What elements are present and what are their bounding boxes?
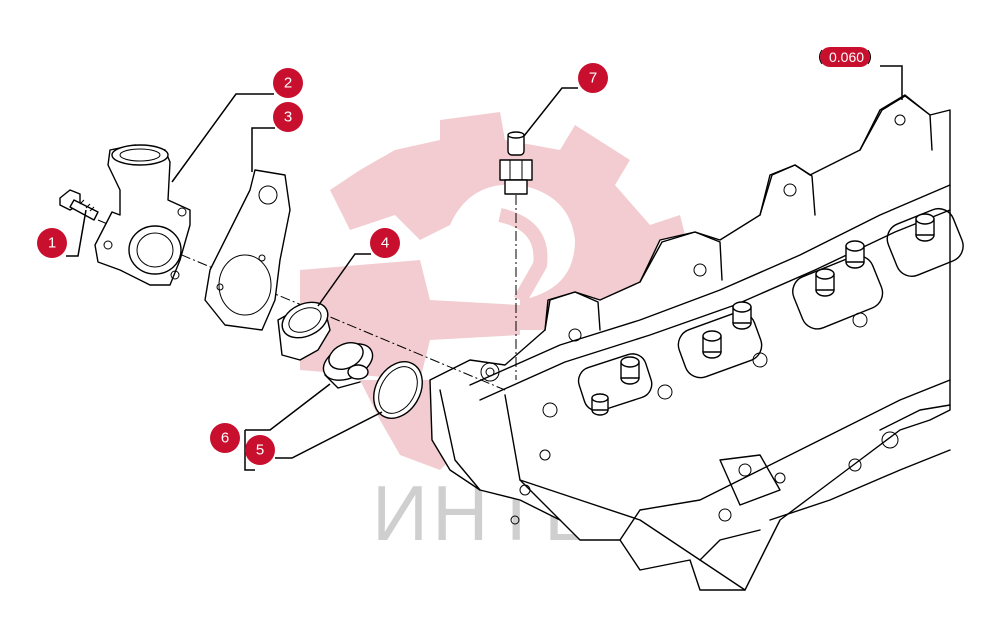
svg-text:1: 1: [48, 235, 56, 252]
svg-text:0.060: 0.060: [829, 49, 864, 65]
svg-text:4: 4: [381, 235, 389, 252]
reference-label[interactable]: 0.060: [819, 47, 871, 67]
callout-6[interactable]: 6: [210, 423, 240, 453]
part-thermostat: [322, 342, 374, 389]
part-o-ring: [373, 361, 423, 419]
callout-4[interactable]: 4: [370, 228, 400, 258]
callout-5[interactable]: 5: [245, 435, 275, 465]
callout-1[interactable]: 1: [37, 228, 67, 258]
svg-text:6: 6: [221, 430, 229, 447]
part-gasket-plate: [204, 169, 291, 331]
callout-2[interactable]: 2: [273, 68, 303, 98]
svg-text:5: 5: [256, 442, 264, 459]
svg-text:3: 3: [284, 109, 292, 126]
part-bolt: [59, 189, 99, 221]
part-sleeve: [277, 301, 331, 361]
leader-lines: [66, 65, 903, 471]
svg-text:2: 2: [284, 75, 292, 92]
callout-7[interactable]: 7: [578, 63, 608, 93]
svg-text:7: 7: [589, 70, 597, 87]
part-fitting: [499, 131, 533, 195]
callout-3[interactable]: 3: [273, 102, 303, 132]
cylinder-head: [429, 94, 964, 591]
part-thermostat-housing: [94, 144, 191, 286]
